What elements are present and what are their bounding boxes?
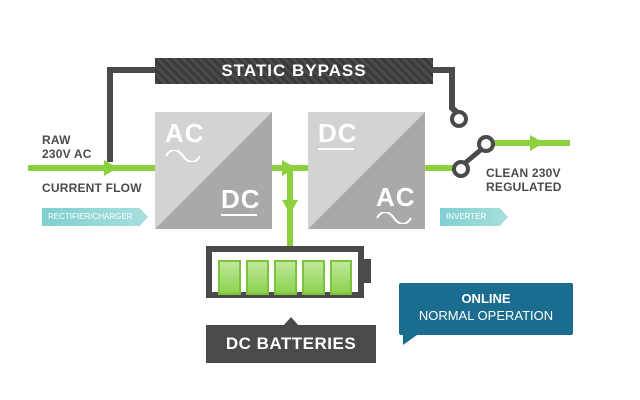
inverter-output-type: AC [376, 182, 416, 212]
rectifier-split [155, 112, 272, 229]
battery-cell [246, 260, 269, 295]
dc-line-icon [221, 214, 257, 216]
rectifier-output-type: DC [221, 184, 261, 214]
battery-cell [274, 260, 297, 295]
status-notch [403, 335, 417, 345]
input-label-line2: 230V AC [42, 147, 92, 161]
arrow-right-icon [530, 135, 544, 151]
battery-cell [330, 260, 352, 295]
status-line2: NORMAL OPERATION [418, 308, 554, 323]
output-label: CLEAN 230V REGULATED [486, 166, 562, 194]
inverter-input-type: DC [318, 118, 358, 148]
current-flow-label: CURRENT FLOW [42, 181, 142, 195]
dc-batteries-box: DC BATTERIES [206, 317, 376, 363]
static-bypass-banner: STATIC BYPASS [155, 58, 433, 84]
arrow-right-icon [282, 160, 296, 176]
input-label: RAW 230V AC [42, 133, 92, 161]
switch-contact-icon [450, 110, 468, 128]
battery-cell [218, 260, 241, 295]
input-label-line1: RAW [42, 133, 71, 147]
rectifier-input-type: AC [165, 118, 205, 148]
switch-contact-icon [477, 135, 495, 153]
switch-contact-icon [452, 160, 470, 178]
battery-icon [206, 246, 364, 298]
arrow-right-icon [104, 160, 118, 176]
arrow-down-icon [282, 200, 298, 214]
rectifier-block: AC DC [155, 112, 272, 229]
inverter-block: DC AC [308, 112, 425, 229]
dc-line-icon [318, 148, 354, 150]
output-label-line2: REGULATED [486, 180, 562, 194]
dc-batteries-label: DC BATTERIES [225, 334, 357, 353]
status-line1: ONLINE [461, 291, 511, 306]
status-box: ONLINE NORMAL OPERATION [399, 283, 573, 345]
battery-cell [302, 260, 325, 295]
static-bypass-label: STATIC BYPASS [221, 61, 367, 80]
bypass-line [107, 67, 463, 162]
pointer-notch [283, 317, 299, 326]
inverter-tag: INVERTER [440, 208, 508, 226]
output-label-line1: CLEAN 230V [486, 166, 561, 180]
sine-wave-icon [376, 212, 412, 224]
sine-wave-icon [165, 150, 201, 162]
battery-terminal [364, 259, 371, 283]
rectifier-tag: RECTIFIER/CHARGER [42, 208, 148, 226]
inverter-split [308, 112, 425, 229]
